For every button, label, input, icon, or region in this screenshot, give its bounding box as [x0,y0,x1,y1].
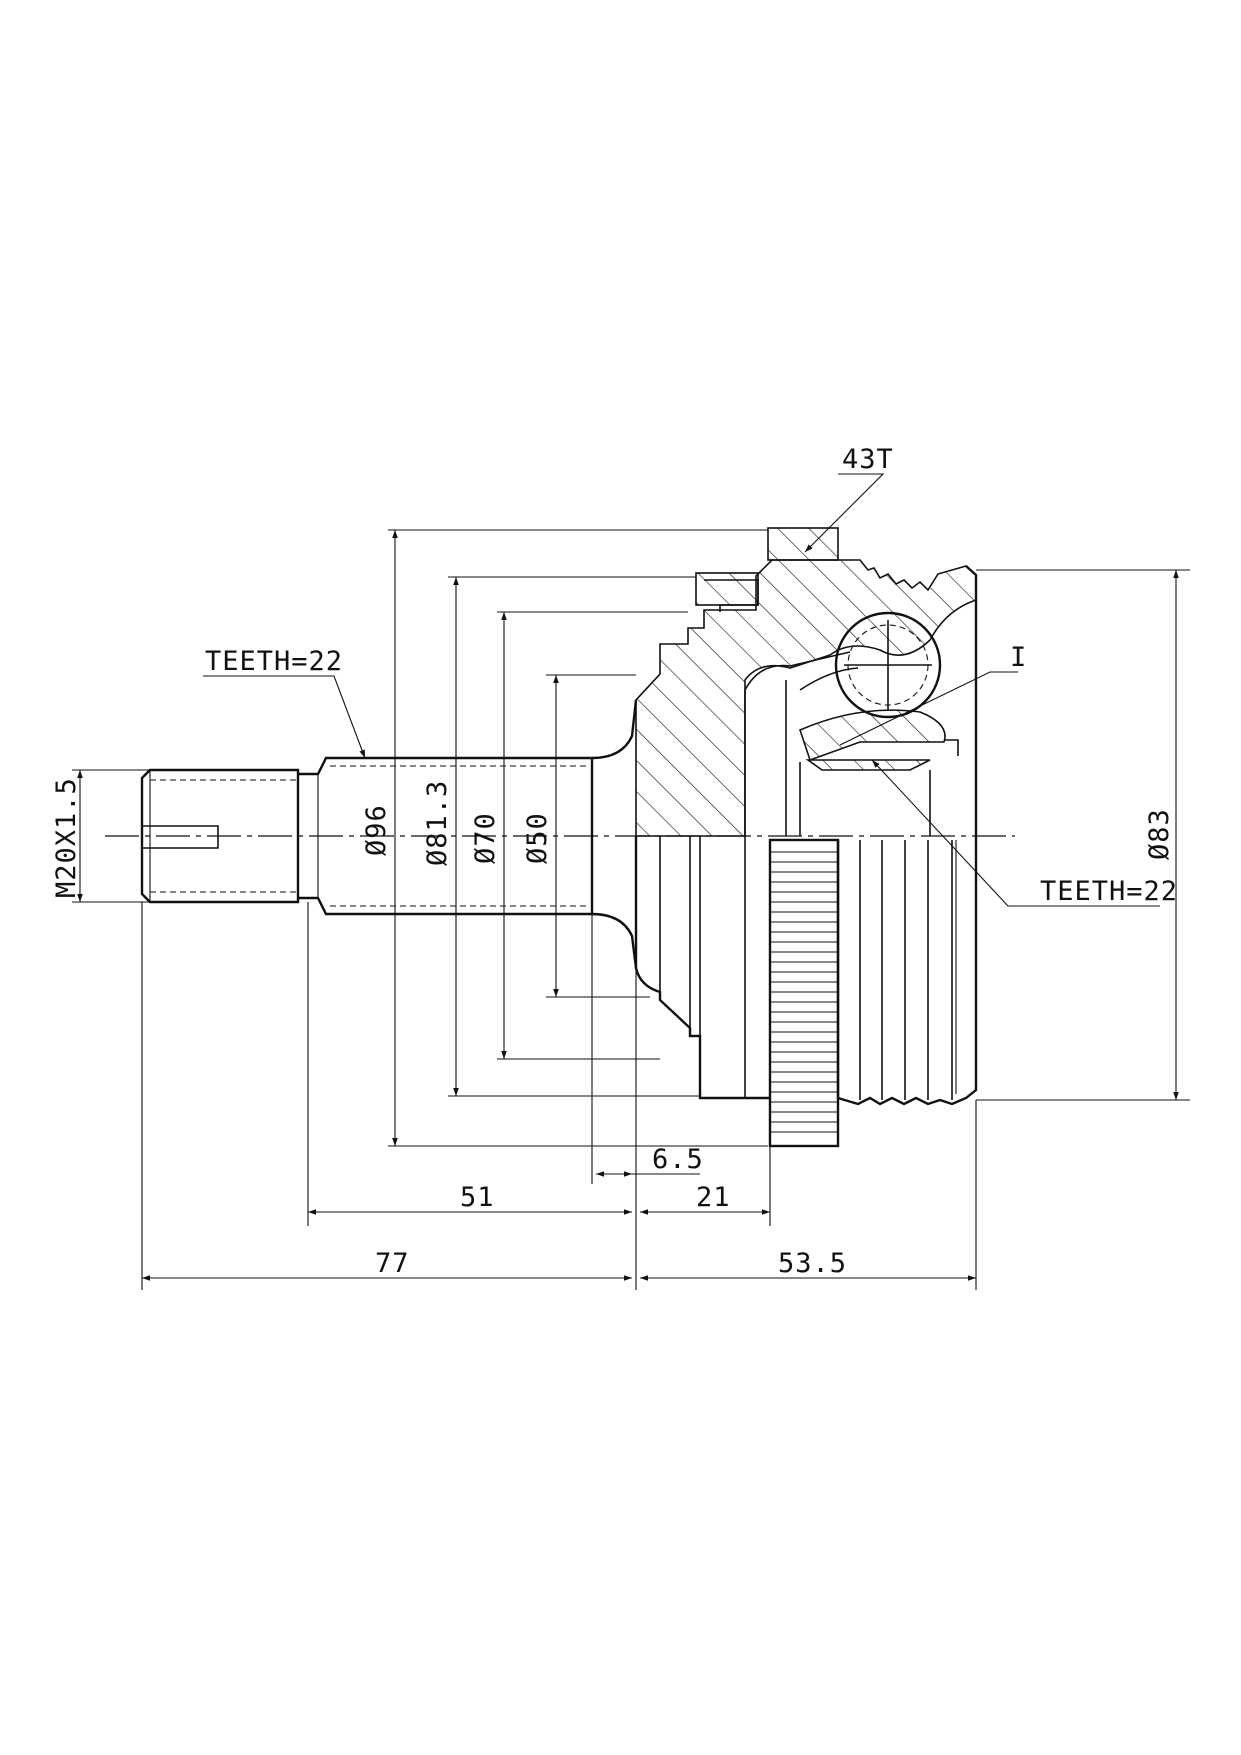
housing-right-upper [965,565,978,836]
len-51-label: 51 [460,1182,495,1213]
dia-81-3-label: Ø81.3 [422,780,453,866]
len-77-label: 77 [375,1248,410,1279]
len-53-5-label: 53.5 [778,1248,847,1279]
dimension-lines [77,530,1179,1281]
dia-50-label: Ø50 [522,812,553,864]
dia-83-label: Ø83 [1144,808,1175,860]
abs-ring-teeth-label: 43T [842,444,894,475]
ball [834,611,942,719]
extension-lines [72,529,1190,1290]
spline-teeth-inner-label: TEETH=22 [1040,876,1178,907]
leader-lines [203,473,1160,907]
housing-section [635,559,977,837]
detail-marker-label: I [1010,642,1027,673]
housing-lower-exterior [634,836,978,1148]
thread-size-label: M20X1.5 [51,777,82,898]
abs-ring-top [695,527,839,612]
dia-70-label: Ø70 [470,812,501,864]
dia-96-label: Ø96 [361,804,392,856]
spline-teeth-outer-label: TEETH=22 [205,646,343,677]
splined-shaft [298,699,638,969]
inner-race-section [799,667,959,836]
len-21-label: 21 [696,1182,731,1213]
len-6-5-label: 6.5 [652,1144,704,1175]
